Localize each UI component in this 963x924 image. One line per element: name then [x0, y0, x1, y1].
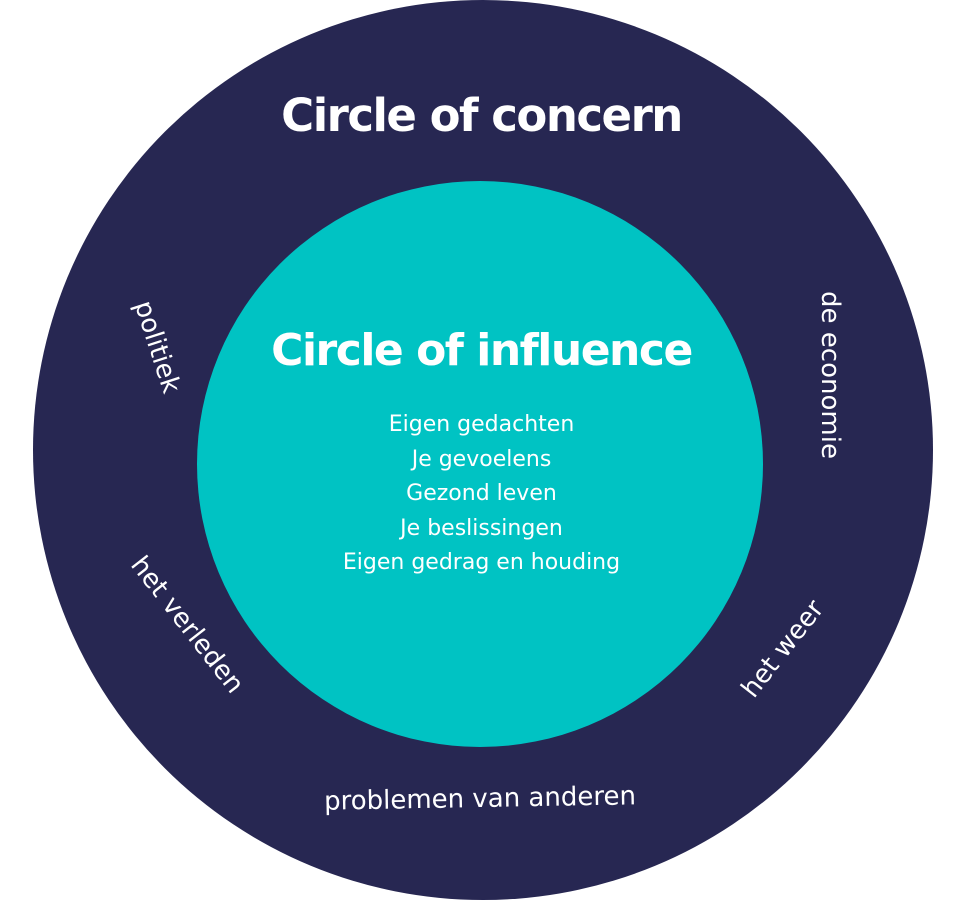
- influence-item: Gezond leven: [406, 481, 557, 506]
- influence-item: Je gevoelens: [411, 446, 552, 472]
- influence-title: Circle of influence: [271, 325, 693, 376]
- influence-item: Je beslissingen: [400, 515, 563, 541]
- influence-item: Eigen gedachten: [388, 412, 575, 437]
- concern-title: Circle of concern: [281, 89, 683, 142]
- circle-of-influence: [197, 181, 763, 747]
- influence-item: Eigen gedrag en houding: [342, 550, 621, 575]
- concern-item-economie: de economie: [815, 291, 845, 459]
- influence-items-list: Eigen gedachten Je gevoelens Gezond leve…: [0, 408, 963, 581]
